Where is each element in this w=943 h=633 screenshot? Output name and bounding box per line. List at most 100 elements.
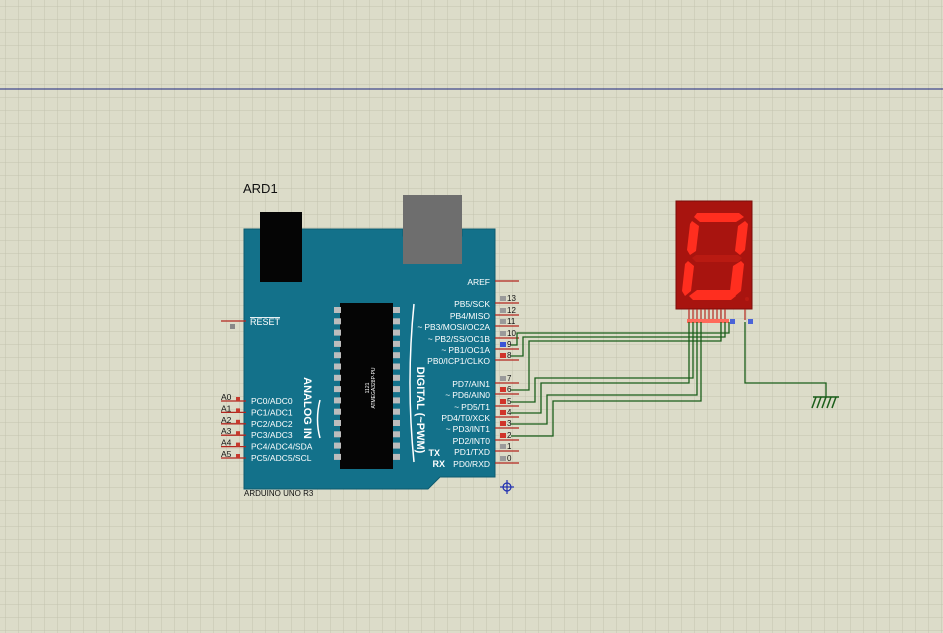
- chip-pin: [334, 386, 341, 393]
- component-name-label: ARDUINO UNO R3: [244, 489, 314, 498]
- segment-e: [682, 261, 694, 296]
- chip-pin: [334, 442, 341, 449]
- digital-pin-marker: [500, 456, 506, 461]
- digital-pin-marker: [500, 421, 506, 426]
- pwm-tilde: ~: [445, 390, 450, 400]
- wires: [511, 322, 827, 437]
- digital-pin-label: PD6/AIN0: [452, 390, 490, 400]
- digital-pin-marker: [500, 433, 506, 438]
- chip-pin: [393, 453, 400, 460]
- wire-ground: [744, 322, 827, 397]
- analog-pin-name: A1: [221, 403, 232, 413]
- analog-pin-marker: [236, 454, 240, 458]
- digital-pin-number: 7: [507, 374, 512, 383]
- usb-connector: [403, 195, 462, 264]
- digital-pin-number: 2: [507, 431, 512, 440]
- digital-pin-marker: [500, 399, 506, 404]
- digital-pin-marker: [500, 376, 506, 381]
- arduino-uno-component[interactable]: ARD1 1121 ATMEGA328P-PU ANALOG IN DIGITA…: [221, 181, 519, 498]
- digital-pin-marker: [500, 331, 506, 336]
- segment-dp: [745, 297, 749, 301]
- reset-label: RESET: [250, 317, 281, 327]
- chip-pin: [334, 420, 341, 426]
- segment-b: [735, 221, 748, 255]
- wire-pin4: [511, 322, 690, 414]
- display-segments: [682, 213, 749, 301]
- rx-label: RX: [432, 459, 445, 469]
- digital-pin-number: 6: [507, 385, 512, 394]
- chip-pin: [393, 386, 400, 393]
- ground-icon: [811, 396, 839, 409]
- chip-pin: [334, 453, 341, 460]
- chip-pin: [334, 352, 341, 359]
- wire-pin8: [511, 322, 726, 357]
- digital-pin-label: PD2/INT0: [453, 436, 491, 446]
- digital-pin-number: 9: [507, 340, 512, 349]
- segment-c: [730, 261, 744, 296]
- wire-pin3: [511, 322, 698, 425]
- analog-bracket: [316, 399, 321, 439]
- segment-f: [687, 221, 699, 255]
- chip-code-label: 1121: [365, 382, 371, 393]
- digital-pin-marker: [500, 308, 506, 313]
- chip-pins-left: [334, 307, 341, 460]
- chip-pin: [393, 420, 400, 426]
- chip-pin: [334, 318, 341, 325]
- chip-pin: [393, 397, 400, 404]
- chip-pin: [393, 318, 400, 325]
- chip-pin: [334, 363, 341, 370]
- digital-pin-number: 5: [507, 397, 512, 406]
- segment-a: [694, 213, 744, 222]
- aref-label: AREF: [467, 277, 490, 287]
- digital-pin-marker: [500, 319, 506, 324]
- digital-pin-marker: [500, 410, 506, 415]
- chip-pin: [334, 408, 341, 415]
- digital-pin-label: PD0/RXD: [453, 459, 490, 469]
- chip-pin: [393, 340, 400, 347]
- chip-pin: [334, 329, 341, 336]
- chip-pin: [393, 363, 400, 370]
- digital-pin-label: PD3/INT1: [453, 424, 491, 434]
- digital-pin-number: 13: [507, 294, 516, 303]
- chip-pin: [393, 408, 400, 415]
- chip-pin: [334, 374, 341, 381]
- wire-pin5: [511, 322, 694, 403]
- analog-pin-marker: [236, 397, 240, 401]
- digital-pin-label: PD7/AIN1: [452, 379, 490, 389]
- pwm-tilde: ~: [417, 322, 422, 332]
- chip-pin: [393, 352, 400, 359]
- analog-pin-label: PC2/ADC2: [251, 419, 293, 429]
- analog-pin-name: A2: [221, 415, 232, 425]
- digital-header-label: DIGITAL (~PWM): [414, 367, 426, 454]
- segment-d: [689, 290, 736, 300]
- chip-pin: [393, 374, 400, 381]
- chip-pin: [334, 340, 341, 347]
- digital-pin-number: 4: [507, 408, 512, 417]
- component-ref-label: ARD1: [243, 181, 278, 196]
- origin-crosshair-icon: [500, 480, 514, 494]
- digital-pin-label: PB3/MOSI/OC2A: [424, 322, 490, 332]
- analog-pin-label: PC1/ADC1: [251, 407, 293, 417]
- analog-pin-label: PC4/ADC4/SDA: [251, 442, 313, 452]
- digital-pin-number: 0: [507, 454, 512, 463]
- analog-pin-name: A4: [221, 438, 232, 448]
- tx-label: TX: [428, 448, 440, 458]
- digital-pin-number: 8: [507, 351, 512, 360]
- analog-pin-marker: [236, 442, 240, 447]
- analog-header-label: ANALOG IN: [301, 377, 313, 439]
- reset-pin-marker: [230, 324, 235, 329]
- digital-pin-number: 10: [507, 329, 516, 338]
- display-pins: [687, 309, 753, 324]
- pwm-tilde: ~: [428, 334, 433, 344]
- digital-pin-marker: [500, 342, 506, 347]
- pwm-tilde: ~: [454, 402, 459, 412]
- digital-bracket: [409, 303, 415, 463]
- digital-pin-number: 1: [507, 442, 512, 451]
- digital-pin-label: PD1/TXD: [454, 447, 490, 457]
- seven-segment-display[interactable]: [675, 200, 753, 324]
- analog-pin-name: A3: [221, 426, 232, 436]
- digital-pin-number: 3: [507, 419, 512, 428]
- wire-pin9: [511, 322, 730, 346]
